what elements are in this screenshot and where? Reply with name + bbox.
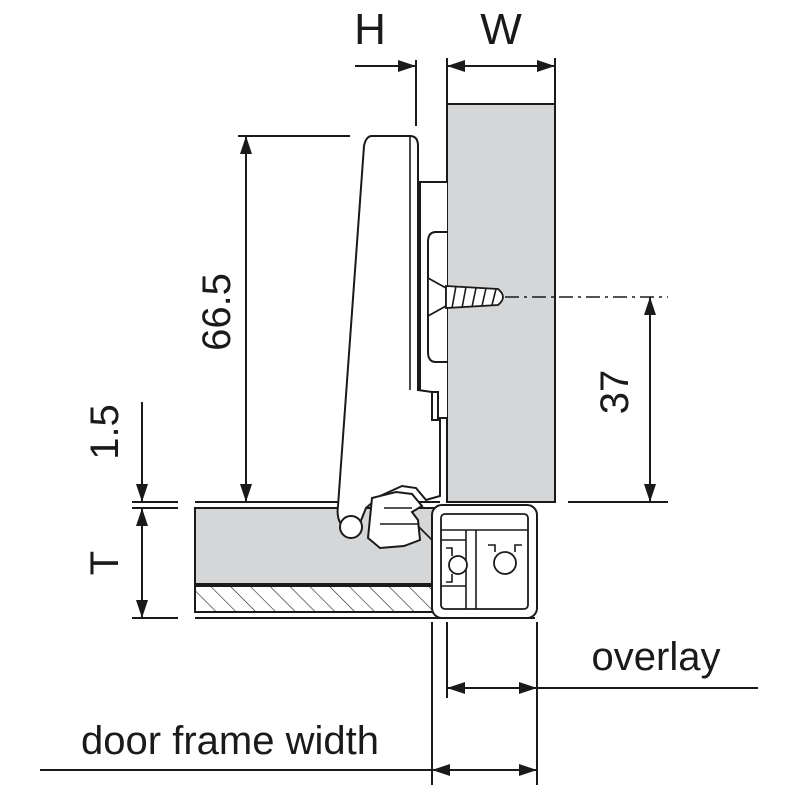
hinge-pivot (339, 515, 363, 539)
glass-pane (194, 585, 464, 613)
label-h: H (354, 5, 386, 54)
label-1-5: 1.5 (83, 404, 127, 460)
label-37: 37 (593, 370, 637, 415)
label-door-frame-width: door frame width (81, 719, 379, 763)
hinge-cup-link (366, 490, 424, 550)
screw (427, 276, 504, 318)
label-66-5: 66.5 (195, 273, 239, 351)
label-overlay: overlay (592, 635, 721, 679)
label-w: W (480, 5, 522, 54)
aluminium-frame-profile (431, 504, 538, 619)
label-t: T (83, 551, 127, 575)
